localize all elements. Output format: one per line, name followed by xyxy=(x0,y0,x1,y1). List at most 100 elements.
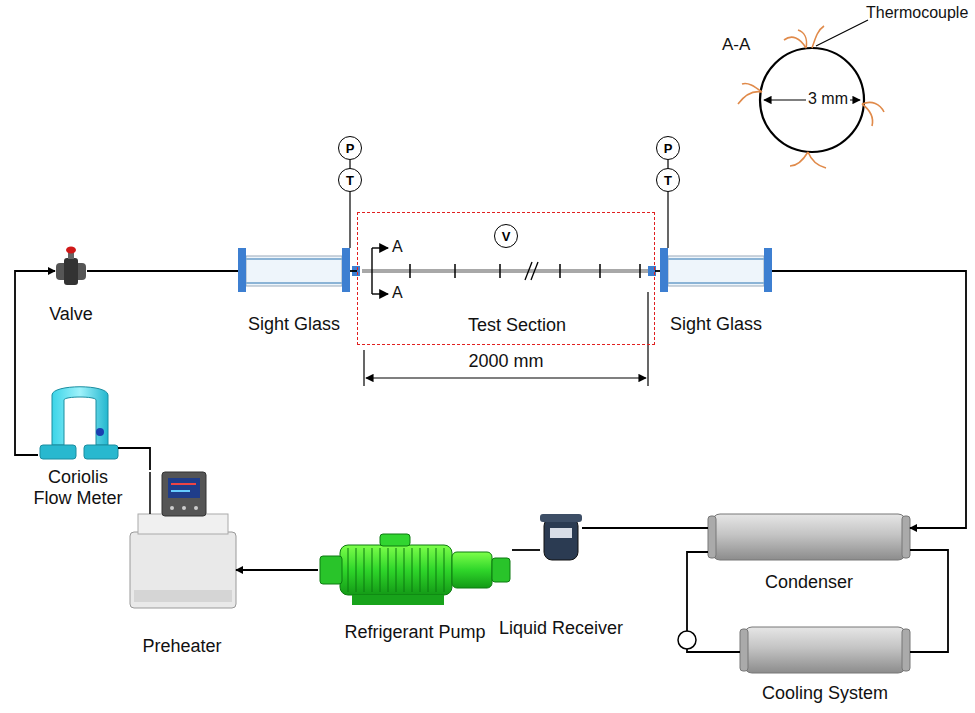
test-tube xyxy=(531,262,538,280)
section-marker xyxy=(372,293,388,294)
preheater-icon xyxy=(138,514,228,534)
sight-glass-icon xyxy=(668,256,764,286)
coriolis-meter-icon xyxy=(52,387,108,445)
pipe-connector xyxy=(349,160,350,168)
pump-icon xyxy=(412,548,413,592)
test-tube xyxy=(352,262,656,280)
pump-icon xyxy=(492,558,510,582)
symbol-letter: T xyxy=(664,174,672,187)
symbol-letter: P xyxy=(346,142,355,155)
preheater-icon xyxy=(171,483,196,485)
tube-section xyxy=(862,104,873,126)
tube-section xyxy=(760,48,864,152)
preheater-icon xyxy=(171,490,190,492)
pump-icon xyxy=(428,548,429,592)
test-tube xyxy=(525,262,532,280)
section-letter: A xyxy=(392,284,403,302)
sight-glass-icon xyxy=(342,248,350,292)
valve-icon xyxy=(56,247,86,286)
pressure-gauge-symbol: P xyxy=(338,136,362,160)
pump-icon xyxy=(420,548,421,592)
sight-glass-icon xyxy=(238,248,772,292)
pump-icon xyxy=(380,534,410,546)
sight-glass-icon xyxy=(246,258,342,260)
component-label: Preheater xyxy=(142,636,221,657)
pipe-connector xyxy=(350,270,357,272)
pump-icon xyxy=(352,595,444,605)
component-label: Test Section xyxy=(468,315,566,336)
tube-section xyxy=(784,37,806,48)
component-label: Condenser xyxy=(765,572,853,593)
sight-glass-icon xyxy=(668,282,764,284)
receiver-icon xyxy=(550,528,572,538)
sight-glass-icon xyxy=(238,248,246,292)
cooling-system: Cooling System xyxy=(740,625,910,675)
pump-icon xyxy=(404,548,405,592)
preheater-icon xyxy=(162,472,206,516)
pipe-connector xyxy=(655,270,660,272)
dimension-label: 3 mm xyxy=(806,90,850,108)
preheater-icon xyxy=(170,506,174,510)
sight-glass-icon xyxy=(246,256,342,286)
liquid-receiver: Liquid Receiver xyxy=(540,512,582,564)
tube-section xyxy=(790,152,808,166)
sight-glass-icon xyxy=(668,258,764,260)
preheater-icon xyxy=(182,506,186,510)
pump-icon xyxy=(320,556,342,584)
tube-section xyxy=(738,20,884,168)
condenser: Condenser xyxy=(708,512,910,562)
pump-icon xyxy=(396,548,397,592)
section-marker xyxy=(372,247,388,248)
pipe-connector xyxy=(772,271,966,528)
preheater-icon xyxy=(149,472,151,514)
pump-icon xyxy=(348,548,349,592)
valve: Valve xyxy=(55,248,87,288)
coriolis-meter-icon xyxy=(40,387,118,459)
pump-icon xyxy=(340,545,452,595)
tube-section xyxy=(742,83,762,92)
preheater-icon xyxy=(134,590,232,602)
tube-section xyxy=(798,30,807,48)
coriolis-meter-icon xyxy=(40,445,76,459)
coriolis-meter-icon xyxy=(96,428,104,436)
cooling-icon xyxy=(744,627,906,673)
component-label: Sight Glass xyxy=(670,314,762,335)
pump-icon xyxy=(388,548,389,592)
test-tube xyxy=(410,264,640,278)
test-tube xyxy=(559,264,561,278)
condenser-icon xyxy=(902,516,910,558)
symbol-letter: P xyxy=(664,142,673,155)
pump-icon xyxy=(452,552,492,588)
valve-icon xyxy=(64,258,78,285)
preheater-icon xyxy=(130,532,236,608)
receiver-icon xyxy=(540,514,582,560)
tube-section xyxy=(738,92,762,104)
coriolis-meter-icon xyxy=(84,445,118,459)
condenser-icon xyxy=(708,514,910,560)
pressure-gauge-symbol: P xyxy=(656,136,680,160)
dimension-line xyxy=(363,350,364,386)
pipe-connector xyxy=(236,569,318,571)
section-marker xyxy=(371,248,372,294)
refrigerant-pump: Refrigerant Pump xyxy=(318,532,512,608)
section-letter: A xyxy=(392,238,403,256)
cooling-icon xyxy=(740,627,910,673)
component-label: Sight Glass xyxy=(248,314,340,335)
condenser-icon xyxy=(708,516,716,558)
tube-section xyxy=(808,152,826,168)
pipe-connector xyxy=(582,527,708,529)
receiver-icon xyxy=(544,518,578,560)
sight-glass-icon xyxy=(246,282,342,284)
pump-icon xyxy=(380,548,381,592)
section-label: A-A xyxy=(722,36,750,55)
dimension-line xyxy=(366,377,646,378)
voltage-symbol: V xyxy=(494,224,518,248)
preheater-icon xyxy=(130,472,236,608)
preheater: Preheater xyxy=(128,470,236,610)
pipe-connector xyxy=(349,192,350,248)
sight-glass: Sight Glass xyxy=(660,248,772,292)
coriolis-flow-meter: Coriolis Flow Meter xyxy=(38,385,118,461)
temperature-sensor-symbol: T xyxy=(656,168,680,192)
pipe-connector xyxy=(910,550,948,652)
test-tube xyxy=(454,264,456,278)
